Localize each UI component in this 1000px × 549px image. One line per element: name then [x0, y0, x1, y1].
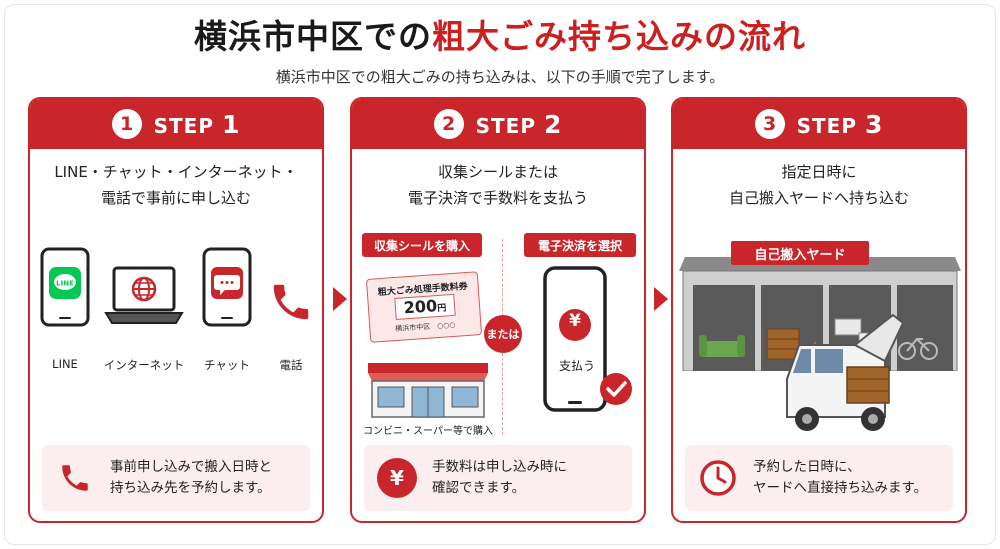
step3-note-text: 予約した日時に、 ヤードへ直接持ち込みます。: [753, 457, 927, 499]
ticket-price-value: 200: [403, 296, 438, 318]
step3-desc-line1: 指定日時に: [781, 163, 857, 181]
step2-note-line1: 手数料は申し込み時に: [432, 459, 567, 475]
laptop-globe-icon: [104, 265, 184, 331]
yen-symbol: ¥: [569, 311, 581, 331]
step2-label-text: STEP: [475, 113, 536, 138]
step1-header: 1 STEP 1: [30, 99, 322, 149]
device-label-phone: 電話: [279, 358, 303, 372]
step1-note: 事前申し込みで搬入日時と 持ち込み先を予約します。: [42, 445, 310, 511]
step1-description: LINE・チャット・インターネット・ 電話で事前に申し込む: [30, 159, 322, 211]
payment-phone-icon: [542, 265, 612, 419]
chat-phone-icon: [202, 247, 252, 331]
step3-note-line1: 予約した日時に、: [753, 459, 861, 475]
step3-description: 指定日時に 自己搬入ヤードへ持ち込む: [673, 159, 965, 211]
step3-note: 予約した日時に、 ヤードへ直接持ち込みます。: [685, 445, 953, 511]
step3-label-text: STEP: [796, 113, 857, 138]
ticket-footer: 横浜市中区 ○○○: [395, 320, 456, 334]
tag-buy-sticker: 収集シールを購入: [362, 233, 482, 257]
page-frame: [4, 4, 996, 545]
pay-label: 支払う: [558, 359, 595, 373]
check-icon: [598, 371, 634, 411]
title-part2: 粗大ごみ持ち込みの流れ: [432, 17, 806, 56]
step1-label-text: STEP: [153, 113, 214, 138]
clock-icon: [697, 457, 739, 499]
note-phone-icon: [54, 457, 96, 499]
step2-desc-line1: 収集シールまたは: [437, 163, 558, 181]
step2-desc-line2: 電子決済で手数料を支払う: [407, 189, 588, 207]
step1-note-text: 事前申し込みで搬入日時と 持ち込み先を予約します。: [110, 457, 272, 499]
step3-card: 3 STEP 3 指定日時に 自己搬入ヤードへ持ち込む: [671, 97, 967, 523]
device-label-chat: チャット: [204, 358, 250, 372]
tag-select-epay: 電子決済を選択: [524, 233, 636, 257]
arrow-right-icon: [333, 287, 347, 311]
ticket-price: 200円: [394, 293, 456, 320]
page-title: 横浜市中区での粗大ごみ持ち込みの流れ: [0, 10, 1000, 58]
page-subtitle: 横浜市中区での粗大ごみの持ち込みは、以下の手順で完了します。: [275, 68, 725, 86]
step1-label-num: 1: [221, 109, 241, 139]
step3-desc-line2: 自己搬入ヤードへ持ち込む: [728, 189, 909, 207]
step2-label-num: 2: [543, 109, 563, 139]
step2-number: 2: [433, 109, 464, 139]
step2-note-line2: 確認できます。: [432, 480, 526, 496]
step3-number: 3: [754, 109, 785, 139]
step2-header: 2 STEP 2: [352, 99, 644, 149]
step2-note: ¥ 手数料は申し込み時に 確認できます。: [364, 445, 632, 511]
yard-building-icon: [679, 249, 961, 439]
step3-note-line2: ヤードへ直接持ち込みます。: [753, 480, 928, 496]
store-icon: [364, 357, 492, 423]
fee-ticket: 粗大ごみ処理手数料券 200円 横浜市中区 ○○○: [365, 271, 483, 343]
device-label-line: LINE: [52, 357, 78, 371]
step3-label-num: 3: [864, 109, 884, 139]
step1-desc-line2: 電話で事前に申し込む: [100, 189, 251, 207]
arrow-right-icon-2: [654, 287, 668, 311]
step2-description: 収集シールまたは 電子決済で手数料を支払う: [352, 159, 644, 211]
ticket-price-unit: 円: [437, 303, 447, 315]
note-yen-icon: ¥: [376, 457, 418, 499]
step2-label: STEP 2: [476, 110, 563, 139]
phone-icon: [268, 279, 314, 329]
step1-label: STEP 1: [154, 110, 241, 139]
step1-desc-line1: LINE・チャット・インターネット・: [54, 163, 298, 181]
step3-header: 3 STEP 3: [673, 99, 965, 149]
step2-card: 2 STEP 2 収集シールまたは 電子決済で手数料を支払う 収集シールを購入 …: [350, 97, 646, 523]
yard-sign: 自己搬入ヤード: [731, 241, 869, 265]
device-label-internet: インターネット: [103, 358, 185, 372]
store-label: コンビニ・スーパー等で購入: [363, 426, 493, 437]
step2-note-text: 手数料は申し込み時に 確認できます。: [432, 457, 567, 499]
line-icon-text: LINE: [56, 280, 74, 288]
title-part1: 横浜市中区での: [194, 17, 432, 56]
step1-number: 1: [111, 109, 142, 139]
step1-note-line1: 事前申し込みで搬入日時と: [110, 459, 272, 475]
step3-label: STEP 3: [797, 110, 884, 139]
line-phone-icon: LINE: [40, 247, 90, 331]
step1-card: 1 STEP 1 LINE・チャット・インターネット・ 電話で事前に申し込む L…: [28, 97, 324, 523]
note-yen-text: ¥: [377, 458, 417, 498]
or-badge: または: [484, 315, 522, 353]
step1-note-line2: 持ち込み先を予約します。: [110, 480, 271, 496]
